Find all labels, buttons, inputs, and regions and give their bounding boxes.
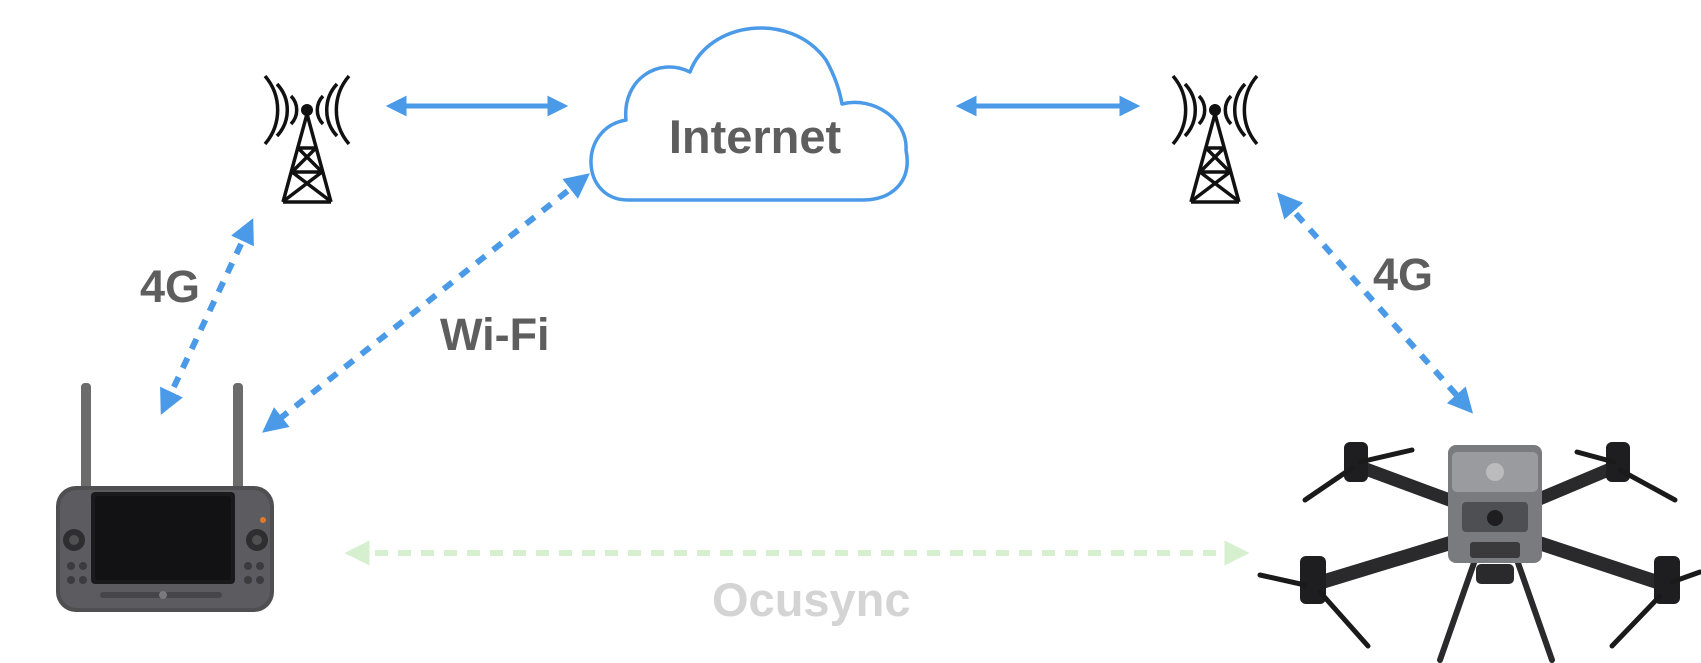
label-4g-left: 4G [140,261,200,312]
label-ocusync: Ocusync [712,573,911,626]
arrow-4g-left [160,218,254,415]
tower-right [1171,74,1259,204]
remote-controller-icon [56,383,274,612]
label-4g-right: 4G [1373,249,1433,300]
tower-left [263,74,351,204]
drone [1257,442,1701,663]
remote-controller [56,383,274,612]
cell-tower-icon [1171,74,1259,204]
arrow-4g-right [1276,192,1474,414]
label-wifi: Wi-Fi [440,309,550,360]
arrow-wifi [262,173,590,433]
cell-tower-icon [263,74,351,204]
drone-icon [1257,442,1701,663]
internet-cloud: Internet [589,26,909,202]
cloud-icon [589,26,909,202]
cloud-label: Internet [669,110,842,163]
